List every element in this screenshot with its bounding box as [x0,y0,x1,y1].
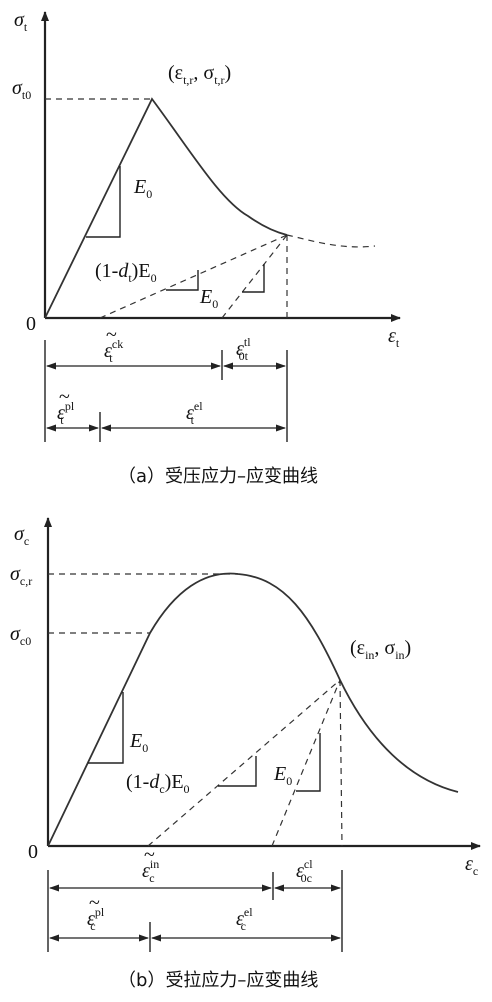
damaged-unload-line-b [147,679,341,847]
curve-extension-a [286,234,376,248]
elastic-unload-line-b [271,679,341,847]
damaged-modulus-label-b: (1-dc)E0 [126,771,190,796]
origin-a: 0 [26,313,36,335]
caption-a: （a）受压应力–应变曲线 [118,466,318,487]
modulus2-label-b: E0 [273,763,292,788]
diagram-b: σc εc 0 σc,r σc0 (εin, σin) E0 (1-dc)E0 … [10,517,481,991]
tilde-b2: ~ [89,892,100,914]
modulus-triangle-a [86,166,121,238]
drop-line-b [339,679,343,847]
tick-sigma-cr: σc,r [10,563,32,588]
stress-curve-b [47,572,459,847]
damaged-triangle-a [166,270,199,291]
damaged-unload-line-a [99,234,288,319]
stress-curve-a [44,97,288,319]
elastic-triangle-a [242,264,265,293]
x-axis-label-a: εt [388,325,400,350]
caption-b: （b）受拉应力–应变曲线 [118,970,318,991]
x-axis-label-b: εc [465,853,478,878]
damaged-modulus-label-a: (1-dt)E0 [95,260,157,285]
modulus-label-b: E0 [129,730,148,755]
point-label-b: (εin, σin) [350,637,411,662]
modulus2-label-a: E0 [199,286,218,311]
modulus-triangle-b [88,692,124,764]
peak-label-a: (εt,r, σt,r) [168,62,231,87]
tilde-a1: ~ [106,324,117,346]
tilde-b1: ~ [144,844,155,866]
y-axis-label-b: σc [14,523,29,548]
diagram-a: σt εt 0 σt0 (εt,r, σt,r) E0 (1-dt)E0 E0 [12,9,401,487]
tick-sigma-c0: σc0 [10,623,31,648]
elastic-triangle-b [296,733,321,792]
y-axis-label-a: σt [14,9,28,34]
tick-sigma-t0: σt0 [12,77,31,102]
origin-b: 0 [28,841,38,863]
elastic-unload-line-a [221,234,288,319]
modulus-label-a: E0 [133,176,152,201]
tilde-a2: ~ [59,386,70,408]
damaged-triangle-b [218,756,257,787]
